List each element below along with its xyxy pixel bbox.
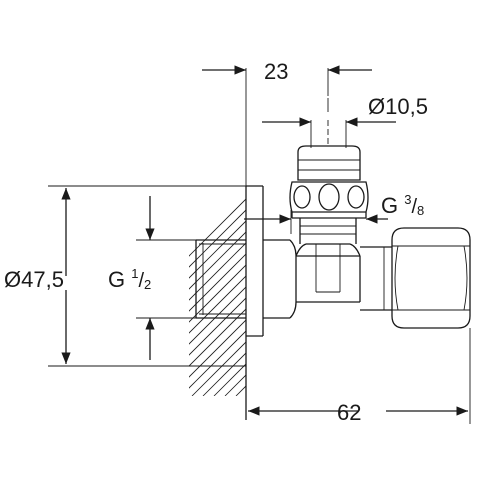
wall-section (189, 136, 479, 396)
hatch-line (191, 161, 246, 396)
hatch-line (189, 161, 246, 396)
flange-plate (245, 185, 264, 420)
inlet-thread-denominator: 2 (144, 277, 151, 292)
hatch-line (189, 161, 246, 396)
dimension-inlet-thread: G 1/2 (108, 196, 196, 360)
outlet-thread-prefix: G (381, 193, 404, 218)
dimension-diameter-inlet: Ø10,5 (262, 94, 428, 148)
hatch-line (313, 136, 479, 396)
hatch-line (269, 136, 479, 396)
hatch-line (189, 161, 246, 396)
hatch-line (189, 161, 246, 396)
hatch-line (280, 136, 479, 396)
outlet-thread-denominator: 8 (417, 203, 424, 218)
valve-handle (289, 145, 369, 219)
dim-width-top-label: 23 (264, 59, 288, 84)
hatch-line (335, 136, 479, 396)
inlet-thread-prefix: G (108, 267, 131, 292)
hatch-line (189, 161, 246, 396)
hatch-line (247, 136, 479, 396)
hatch-line (189, 161, 246, 396)
outlet-nut (360, 227, 471, 329)
hatch-line (189, 161, 246, 396)
hatch-line (401, 136, 479, 396)
hatch-line (368, 136, 479, 396)
dim-diameter-flange-value: 47,5 (21, 267, 64, 292)
svg-text:G 3/8: G 3/8 (381, 192, 424, 218)
dim-diameter-inlet-value: 10,5 (385, 94, 428, 119)
hatch-line (390, 136, 479, 396)
hatch-line (189, 161, 246, 396)
outlet-thread-numerator: 3 (404, 192, 411, 207)
inlet-thread (195, 239, 246, 319)
hatch-line (189, 161, 246, 396)
hatch-line (189, 161, 246, 396)
hatch-line (213, 161, 246, 396)
dim-diameter-inlet-symbol: Ø (368, 94, 385, 119)
hatch-line (202, 161, 246, 396)
inlet-thread-numerator: 1 (131, 266, 138, 281)
dimension-width-top: 23 (202, 59, 372, 186)
dimension-length-bottom: 62 (248, 328, 471, 425)
svg-text:Ø10,5: Ø10,5 (368, 94, 428, 119)
hatch-line (258, 136, 479, 396)
hatch-line (379, 136, 479, 396)
hatch-line (346, 136, 479, 396)
hatch-line (412, 136, 479, 396)
hatch-line (324, 136, 479, 396)
hatch-line (291, 136, 479, 396)
hatch-line (189, 161, 246, 396)
hatch-line (189, 161, 246, 396)
svg-text:G 1/2: G 1/2 (108, 266, 151, 292)
valve-body (263, 218, 361, 319)
hatch-line (357, 136, 479, 396)
hatch-line (189, 161, 246, 396)
dimension-diameter-flange: Ø47,5 (4, 185, 246, 367)
dimension-outlet-thread: G 3/8 (244, 192, 424, 234)
dim-length-bottom-label: 62 (337, 400, 361, 425)
dim-diameter-flange-symbol: Ø (4, 267, 21, 292)
hatch-line (302, 136, 479, 396)
hatch-line (235, 161, 246, 396)
svg-text:Ø47,5: Ø47,5 (4, 267, 64, 292)
